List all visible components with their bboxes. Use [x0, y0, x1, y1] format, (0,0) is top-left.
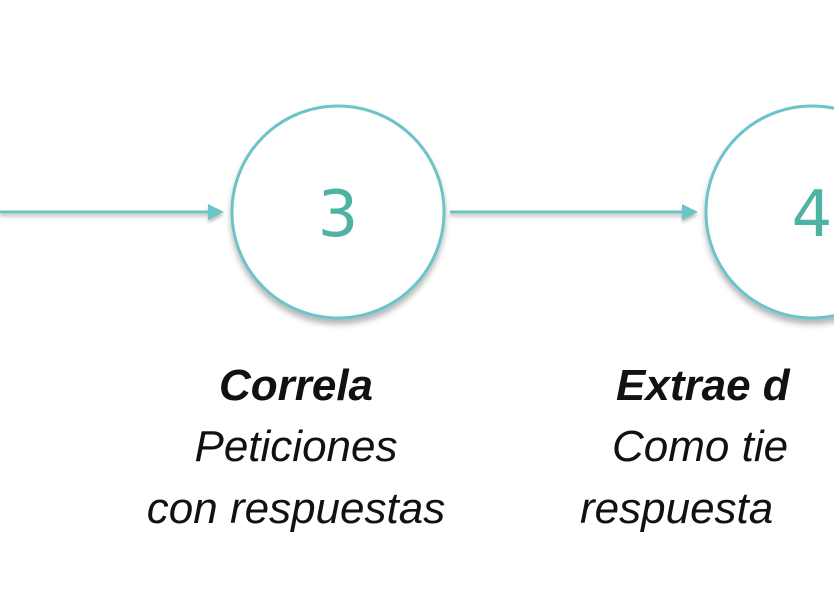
step-3-circle: [230, 104, 446, 320]
connector-arrow-step-3-to-4: [450, 204, 698, 220]
step-3-desc-line-1: Peticiones: [194, 422, 398, 471]
connector-arrow-into-step-3: [0, 204, 224, 220]
step-3-number: 3: [318, 178, 359, 252]
step-4-desc-line-1: Como tie: [612, 422, 789, 471]
step-4-title: Extrae d: [616, 361, 790, 410]
flow-canvas: 3 4: [0, 104, 834, 320]
process-flow-diagram: 3 4 Correla Peticiones con respuestas Ex…: [0, 104, 834, 540]
step-4-node: 4: [704, 104, 834, 320]
step-4-circle: [704, 104, 834, 320]
step-3-title: Correla: [218, 361, 374, 410]
step-3-node: 3: [230, 104, 446, 320]
step-4-desc-line-2: respuesta: [580, 484, 774, 533]
step-4-caption: Extrae d Como tie respuesta: [574, 356, 834, 540]
step-3-caption: Correla Peticiones con respuestas: [96, 356, 496, 540]
step-3-desc-line-2: con respuestas: [146, 484, 446, 533]
step-4-number: 4: [792, 178, 833, 252]
